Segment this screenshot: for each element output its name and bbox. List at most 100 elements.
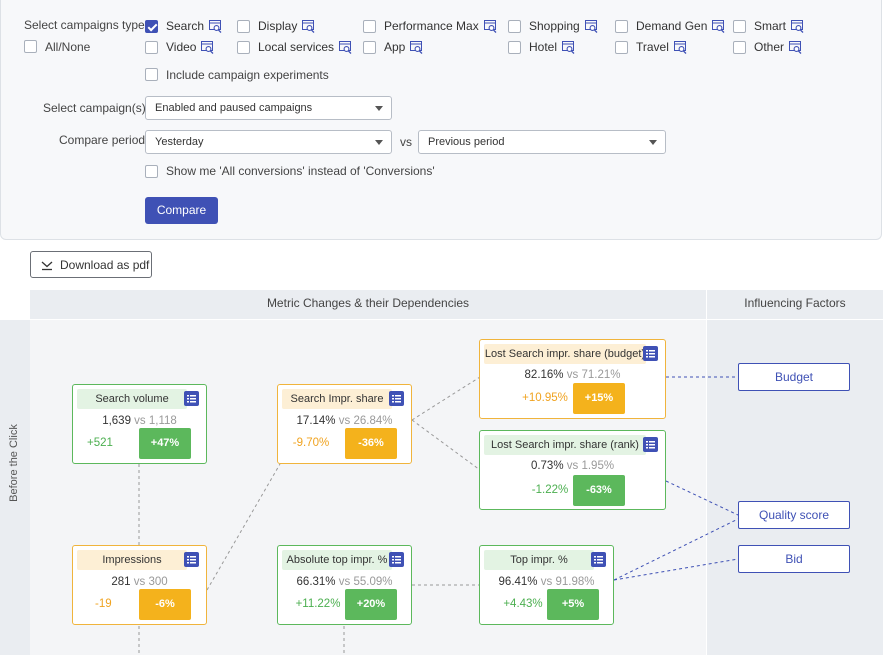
- card-abs-top[interactable]: Absolute top impr. % 66.31% vs 55.09% +1…: [277, 545, 412, 625]
- factor-bid[interactable]: Bid: [738, 545, 850, 573]
- search-preview-icon[interactable]: [209, 19, 222, 33]
- delta-value: +4.43%: [503, 598, 543, 610]
- campaigns-select[interactable]: Enabled and paused campaigns: [145, 96, 392, 120]
- search-preview-icon[interactable]: [410, 40, 423, 54]
- search-preview-icon[interactable]: [789, 40, 802, 54]
- compare-button[interactable]: Compare: [145, 197, 218, 224]
- current-value: 0.73%: [530, 460, 564, 472]
- type-option-display[interactable]: Display: [258, 18, 315, 34]
- delta-value: +11.22%: [295, 598, 341, 610]
- type-checkbox-hotel[interactable]: [508, 41, 521, 54]
- delta-value: -19: [95, 598, 112, 610]
- card-values: 1,639 vs 1,118: [73, 415, 206, 427]
- type-option-video[interactable]: Video: [166, 39, 214, 55]
- card-lost-rank[interactable]: Lost Search impr. share (rank) 0.73% vs …: [479, 430, 666, 510]
- type-label: Hotel: [529, 40, 558, 54]
- type-option-shopping[interactable]: Shopping: [529, 18, 598, 34]
- previous-value: 1,118: [148, 415, 177, 427]
- include-experiments-checkbox[interactable]: [145, 68, 158, 81]
- card-values: 17.14% vs 26.84%: [278, 415, 411, 427]
- type-option-travel[interactable]: Travel: [636, 39, 687, 55]
- compare-to-select[interactable]: Previous period: [418, 130, 666, 154]
- percent-badge: +5%: [547, 589, 599, 620]
- type-label: Performance Max: [384, 19, 479, 33]
- vs-text: vs: [338, 576, 351, 588]
- factor-budget[interactable]: Budget: [738, 363, 850, 391]
- type-checkbox-performance-max[interactable]: [363, 20, 376, 33]
- previous-value: 91.98%: [555, 576, 595, 588]
- search-preview-icon[interactable]: [673, 40, 687, 54]
- all-none-checkbox[interactable]: [24, 40, 37, 53]
- type-checkbox-shopping[interactable]: [508, 20, 521, 33]
- card-search-impr-share[interactable]: Search Impr. share 17.14% vs 26.84% -9.7…: [277, 384, 412, 464]
- current-value: 17.14%: [296, 415, 336, 427]
- search-preview-icon[interactable]: [584, 19, 598, 33]
- chevron-down-icon: [649, 140, 657, 145]
- factor-quality-score[interactable]: Quality score: [738, 501, 850, 529]
- type-option-other[interactable]: Other: [754, 39, 802, 55]
- percent-badge: -63%: [573, 475, 625, 506]
- vs-text: vs: [133, 576, 146, 588]
- previous-value: 300: [148, 576, 168, 588]
- percent-badge: +15%: [573, 383, 625, 414]
- search-preview-icon[interactable]: [562, 40, 575, 54]
- search-preview-icon[interactable]: [339, 40, 352, 54]
- vs-text: vs: [134, 415, 146, 427]
- search-preview-icon[interactable]: [791, 19, 804, 33]
- connector-impr-share-lost-rank: [411, 419, 481, 471]
- type-checkbox-search[interactable]: [145, 20, 158, 33]
- side-band: [0, 320, 30, 655]
- type-checkbox-other[interactable]: [733, 41, 746, 54]
- current-value: 82.16%: [524, 369, 564, 381]
- download-pdf-button[interactable]: Download as pdf: [30, 251, 152, 278]
- delta-value: +521: [87, 437, 113, 449]
- previous-value: 55.09%: [353, 576, 393, 588]
- type-checkbox-local-services[interactable]: [237, 41, 250, 54]
- card-title: Top impr. %: [484, 550, 594, 570]
- list-icon[interactable]: [389, 391, 404, 406]
- type-option-app[interactable]: App: [384, 39, 423, 55]
- type-option-performance-max[interactable]: Performance Max: [384, 18, 497, 34]
- card-impressions[interactable]: Impressions 281 vs 300 -19 -6%: [72, 545, 207, 625]
- vs-label: vs: [400, 135, 412, 149]
- card-top-impr[interactable]: Top impr. % 96.41% vs 91.98% +4.43% +5%: [479, 545, 614, 625]
- type-label: App: [384, 40, 406, 54]
- campaign-type-label: Select campaigns type:: [24, 18, 149, 32]
- type-checkbox-display[interactable]: [237, 20, 250, 33]
- list-icon[interactable]: [643, 437, 658, 452]
- list-icon[interactable]: [643, 346, 658, 361]
- list-icon[interactable]: [591, 552, 606, 567]
- card-search-volume[interactable]: Search volume 1,639 vs 1,118 +521 +47%: [72, 384, 207, 464]
- chevron-down-icon: [375, 140, 383, 145]
- card-title: Search volume: [77, 389, 187, 409]
- list-icon[interactable]: [389, 552, 404, 567]
- type-checkbox-smart[interactable]: [733, 20, 746, 33]
- period-select[interactable]: Yesterday: [145, 130, 392, 154]
- connector-rank-quality: [665, 480, 739, 516]
- type-label: Shopping: [529, 19, 580, 33]
- type-option-demand-gen[interactable]: Demand Gen: [636, 18, 725, 34]
- type-checkbox-travel[interactable]: [615, 41, 628, 54]
- search-preview-icon[interactable]: [483, 19, 497, 33]
- search-preview-icon[interactable]: [712, 19, 725, 33]
- list-icon[interactable]: [184, 552, 199, 567]
- select-campaigns-label: Select campaign(s):: [43, 101, 150, 115]
- compare-period-label: Compare period:: [59, 133, 149, 147]
- all-conversions-checkbox[interactable]: [145, 165, 158, 178]
- connector-impressions-impr-share: [206, 463, 281, 591]
- type-option-hotel[interactable]: Hotel: [529, 39, 575, 55]
- search-preview-icon[interactable]: [201, 40, 214, 54]
- search-preview-icon[interactable]: [302, 19, 315, 33]
- percent-badge: -6%: [139, 589, 191, 620]
- type-option-search[interactable]: Search: [166, 18, 222, 34]
- list-icon[interactable]: [184, 391, 199, 406]
- type-option-smart[interactable]: Smart: [754, 18, 804, 34]
- type-label: Search: [166, 19, 205, 33]
- card-lost-budget[interactable]: Lost Search impr. share (budget) 82.16% …: [479, 339, 666, 419]
- type-checkbox-video[interactable]: [145, 41, 158, 54]
- type-option-local-services[interactable]: Local services: [258, 39, 352, 55]
- type-checkbox-app[interactable]: [363, 41, 376, 54]
- delta-value: -1.22%: [531, 484, 569, 496]
- type-checkbox-demand-gen[interactable]: [615, 20, 628, 33]
- vs-text: vs: [540, 576, 553, 588]
